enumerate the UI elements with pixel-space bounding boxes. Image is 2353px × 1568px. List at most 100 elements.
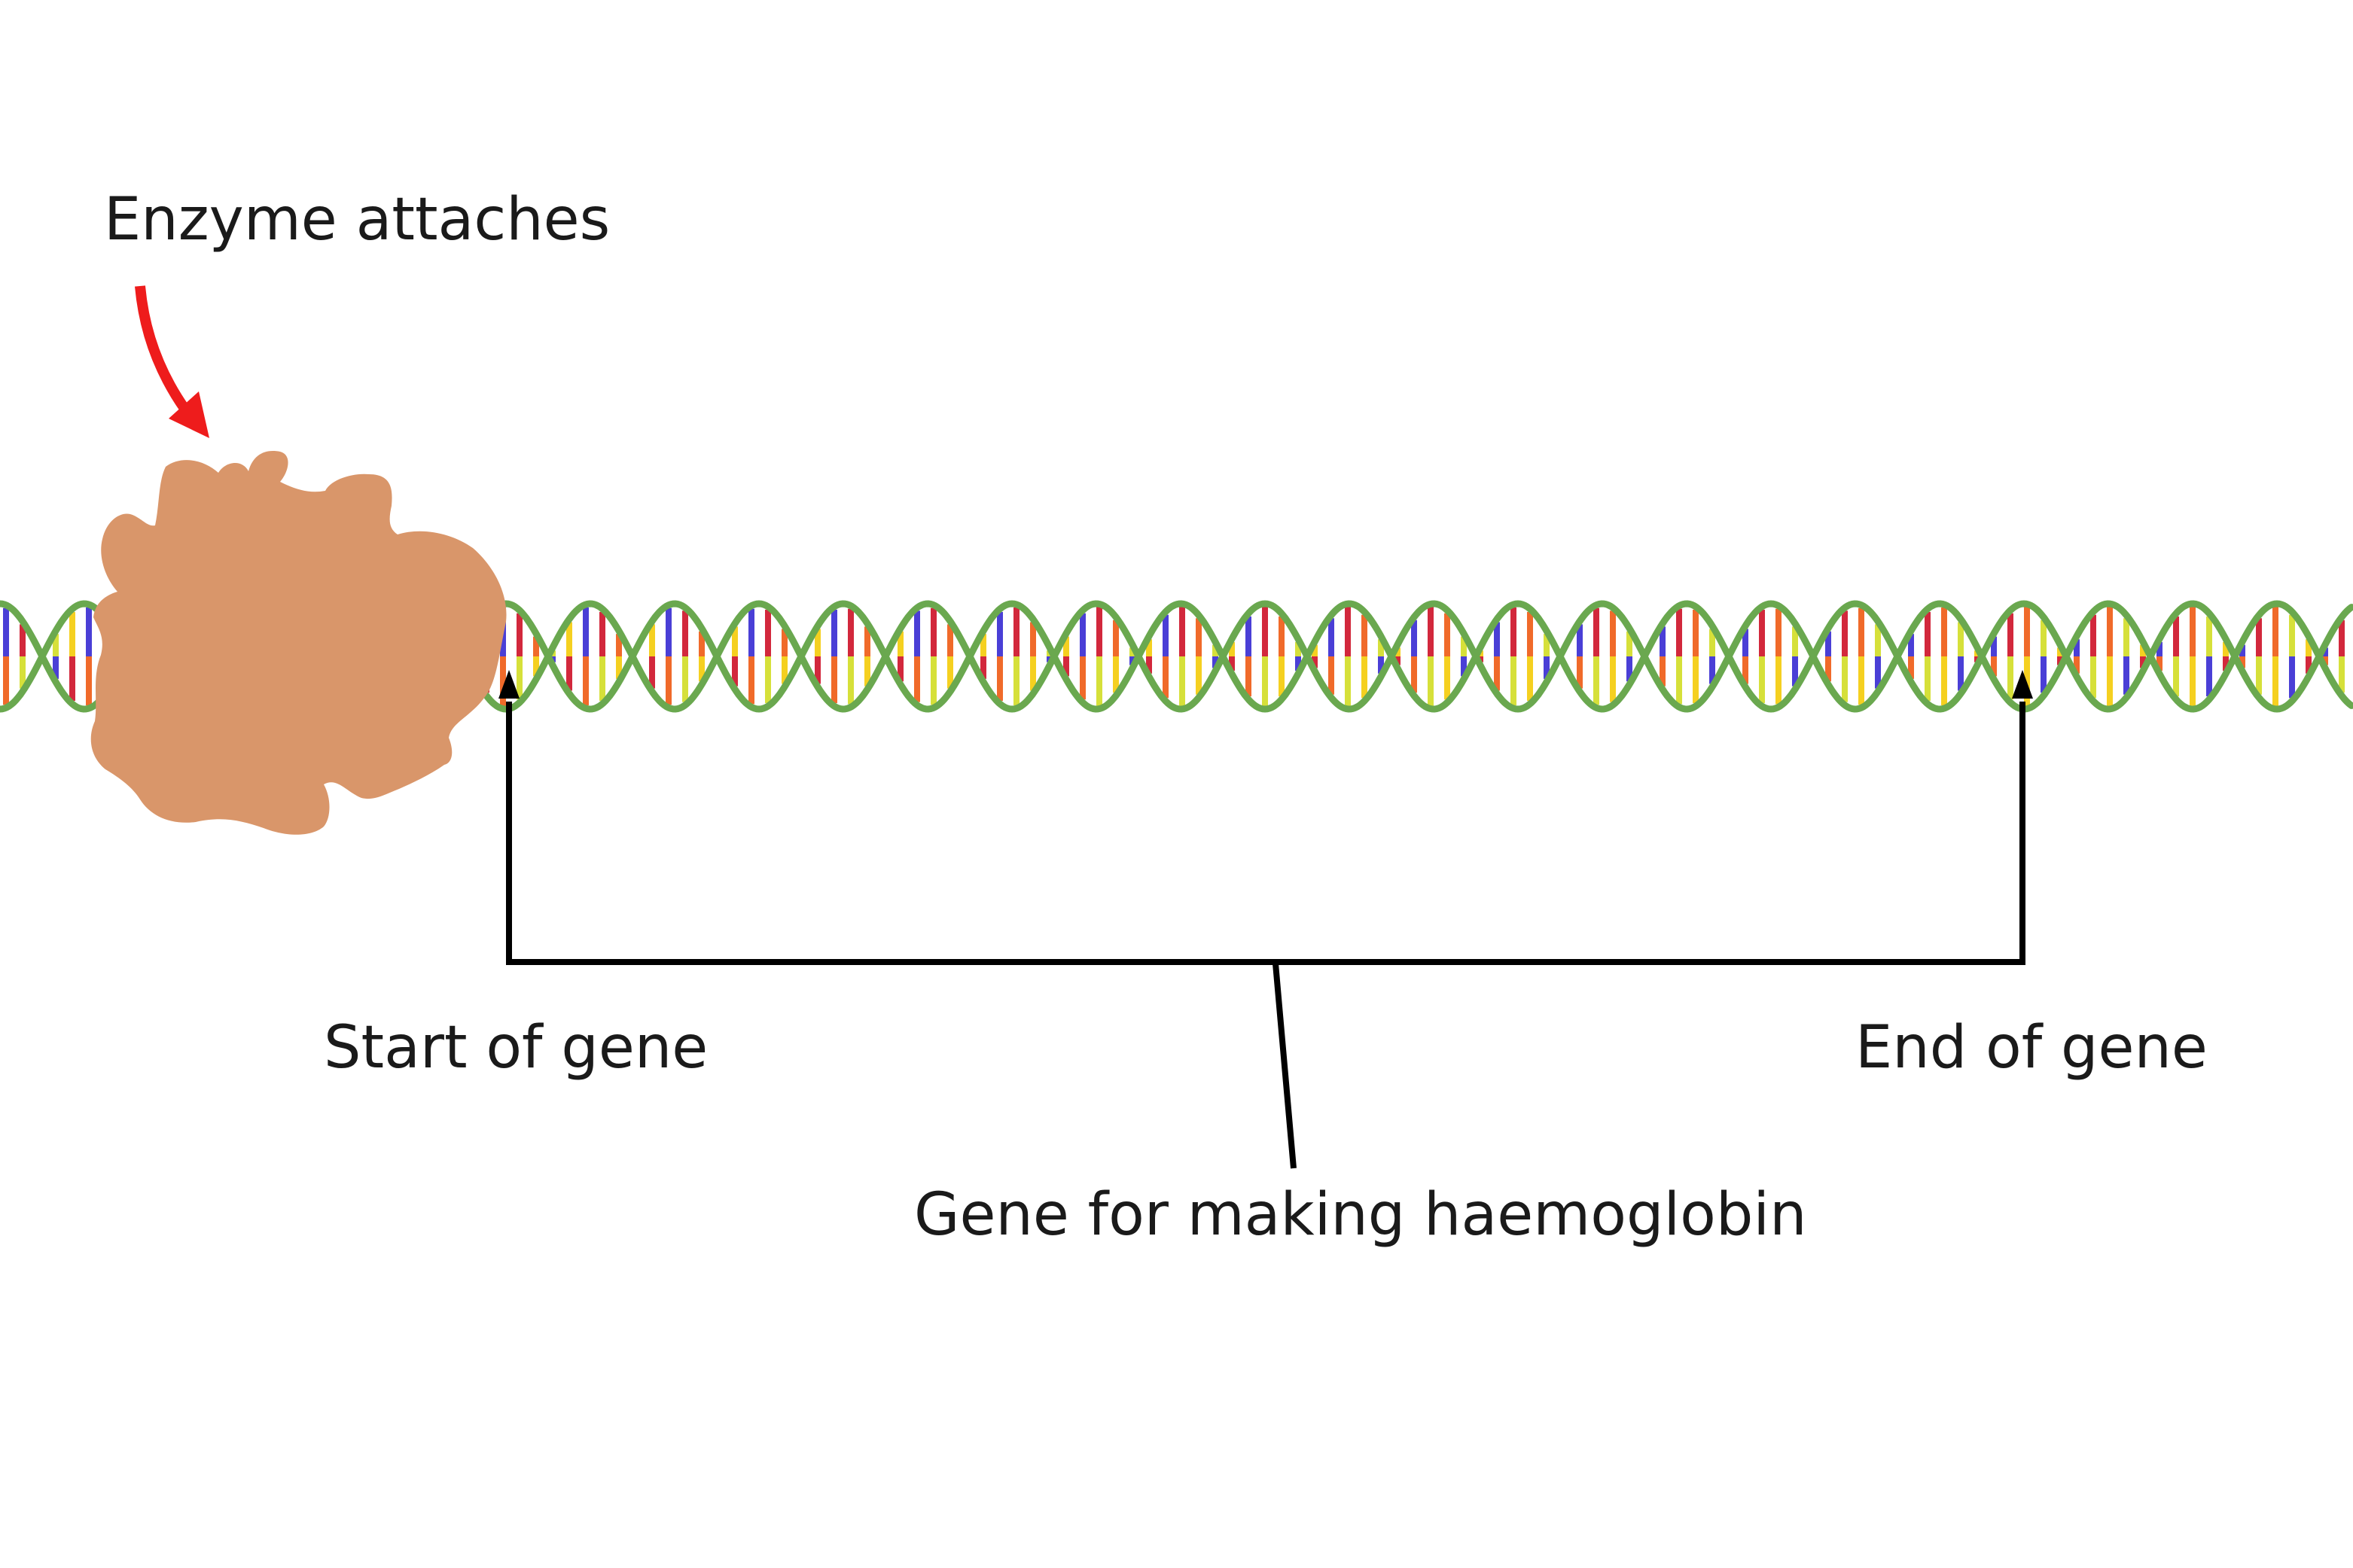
- base-pair-lower: [649, 656, 655, 689]
- base-pair-lower: [1328, 656, 1334, 695]
- base-pair-lower: [1461, 656, 1467, 677]
- base-pair-upper: [566, 622, 572, 656]
- base-pair-upper: [666, 607, 672, 656]
- base-pair-upper: [1494, 622, 1500, 656]
- base-pair-upper: [1908, 634, 1914, 656]
- base-pair-upper: [1262, 607, 1268, 656]
- gene-bracket: [498, 670, 2033, 1169]
- base-pair-upper: [782, 629, 788, 656]
- base-pair-upper: [2206, 616, 2212, 656]
- base-pair-lower: [666, 656, 672, 705]
- base-pair-lower: [782, 656, 788, 684]
- base-pair-lower: [1428, 656, 1434, 706]
- base-pair-lower: [2123, 656, 2129, 695]
- base-pair-lower: [2339, 656, 2345, 693]
- base-pair-lower: [500, 656, 506, 706]
- base-pair-upper: [1825, 631, 1831, 656]
- base-pair-lower: [1709, 656, 1715, 684]
- base-pair-upper: [1080, 613, 1086, 656]
- base-pair-lower: [732, 656, 738, 687]
- base-pair-lower: [1693, 656, 1699, 704]
- base-pair-lower: [1858, 656, 1864, 705]
- base-pair-lower: [1361, 656, 1367, 699]
- base-pair-lower: [864, 656, 870, 687]
- base-pair-lower: [2090, 656, 2096, 699]
- base-pair-lower: [2206, 656, 2212, 697]
- base-pair-lower: [1593, 656, 1599, 705]
- base-pair-lower: [1444, 656, 1450, 700]
- base-pair-lower: [533, 656, 539, 677]
- base-pair-lower: [699, 656, 705, 682]
- base-pair-upper: [2123, 618, 2129, 656]
- base-pair-lower: [1113, 656, 1119, 693]
- base-pair-upper: [2272, 607, 2278, 656]
- base-pair-lower: [1875, 656, 1881, 689]
- base-pair-upper: [2024, 607, 2030, 656]
- base-pair-upper: [1925, 611, 1931, 656]
- base-pair-lower: [815, 656, 821, 684]
- base-pair-upper: [1958, 622, 1964, 656]
- base-pair-upper: [1527, 611, 1533, 656]
- base-pair-upper: [1378, 639, 1384, 656]
- start-of-gene-label: Start of gene: [324, 1014, 708, 1082]
- base-pair-upper: [1212, 644, 1218, 656]
- base-pair-upper: [1428, 607, 1434, 656]
- base-pair-lower: [848, 656, 854, 705]
- base-pair-lower: [1279, 656, 1285, 697]
- base-pair-upper: [1345, 607, 1351, 656]
- base-pair-upper: [848, 608, 854, 656]
- base-pair-upper: [20, 624, 26, 656]
- enzyme-attaches-label: Enzyme attaches: [104, 186, 610, 254]
- base-pair-upper: [1096, 607, 1102, 656]
- base-pair-upper: [1229, 641, 1235, 656]
- base-pair-upper: [1279, 616, 1285, 656]
- base-pair-lower: [1378, 656, 1384, 674]
- base-pair-lower: [2024, 656, 2030, 706]
- base-pair-lower: [2239, 656, 2245, 668]
- base-pair-upper: [649, 624, 655, 656]
- base-pair-upper: [2156, 641, 2163, 656]
- base-pair-lower: [1510, 656, 1516, 706]
- base-pair-lower: [1411, 656, 1417, 693]
- base-pair-lower: [2289, 656, 2295, 699]
- base-pair-upper: [2256, 618, 2262, 656]
- base-pair-lower: [1229, 656, 1235, 671]
- base-pair-lower: [1245, 656, 1251, 697]
- base-pair-upper: [1196, 618, 1202, 656]
- base-pair-lower: [1179, 656, 1185, 706]
- base-pair-lower: [931, 656, 937, 705]
- enzyme-blob-icon: [90, 451, 507, 835]
- base-pair-lower: [682, 656, 688, 702]
- base-pair-lower: [2256, 656, 2262, 695]
- base-pair-lower: [2007, 656, 2013, 700]
- base-pair-upper: [1693, 609, 1699, 656]
- base-pair-lower: [1908, 656, 1914, 679]
- base-pair-upper: [616, 634, 622, 656]
- base-pair-lower: [1080, 656, 1086, 700]
- start-arrowhead-icon: [498, 670, 520, 699]
- base-pair-upper: [86, 607, 92, 656]
- base-pair-lower: [1544, 656, 1550, 679]
- base-pair-upper: [1676, 608, 1682, 656]
- base-pair-upper: [1030, 622, 1036, 656]
- base-pair-upper: [69, 611, 75, 656]
- base-pair-upper: [1295, 641, 1301, 656]
- base-pair-upper: [1245, 616, 1251, 656]
- base-pair-lower: [1792, 656, 1798, 687]
- base-pair-upper: [682, 610, 688, 656]
- base-pair-upper: [1113, 620, 1119, 656]
- base-pair-lower: [2272, 656, 2278, 706]
- base-pair-upper: [1013, 607, 1020, 656]
- base-pair-upper: [3, 607, 9, 656]
- base-pair-upper: [815, 629, 821, 656]
- base-pair-lower: [1312, 656, 1318, 668]
- base-pair-upper: [2223, 641, 2229, 656]
- base-pair-lower: [2140, 656, 2146, 668]
- base-pair-lower: [1842, 656, 1848, 702]
- base-pair-upper: [2007, 613, 2013, 656]
- base-pair-upper: [1759, 609, 1765, 656]
- base-pair-upper: [1361, 614, 1367, 656]
- base-pair-lower: [1163, 656, 1169, 699]
- base-pair-lower: [20, 656, 26, 689]
- base-pair-upper: [1328, 618, 1334, 656]
